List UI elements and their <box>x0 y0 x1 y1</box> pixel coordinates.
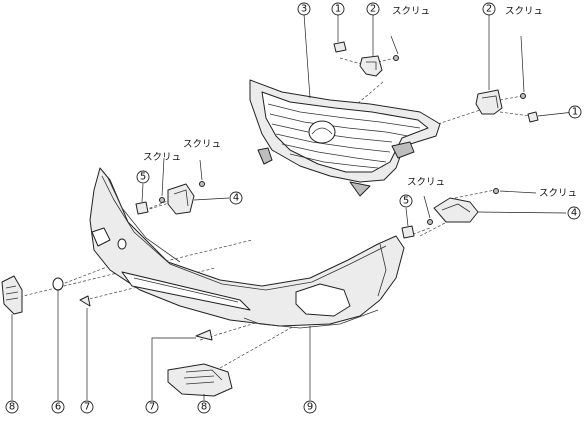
callout-7-left: 7 <box>80 400 94 414</box>
screw-label: スクリュ <box>407 177 445 188</box>
callout-3: 3 <box>297 2 311 16</box>
callout-7-lower: 7 <box>145 400 159 414</box>
screw-icon <box>393 55 399 61</box>
clip-5-right <box>401 225 415 239</box>
svg-text:8: 8 <box>201 402 207 413</box>
svg-text:4: 4 <box>233 193 239 204</box>
svg-text:6: 6 <box>55 402 61 413</box>
callout-2-top: 2 <box>366 2 380 16</box>
screw-label: スクリュ <box>183 139 221 150</box>
screws <box>159 55 526 225</box>
screw-icon <box>520 93 526 99</box>
clip-right <box>527 111 539 123</box>
callout-9: 9 <box>303 400 317 414</box>
fog-bezel-lower <box>167 363 233 397</box>
screw-icon <box>493 188 499 194</box>
svg-text:2: 2 <box>486 4 492 15</box>
bumper-bracket-left <box>167 183 195 215</box>
emblem-icon <box>308 120 336 144</box>
callout-4-left: 4 <box>229 191 243 205</box>
clip-5-left <box>135 201 149 215</box>
svg-text:7: 7 <box>149 402 155 413</box>
callout-8-lower: 8 <box>197 400 211 414</box>
svg-text:1: 1 <box>572 107 578 118</box>
svg-text:9: 9 <box>307 402 313 413</box>
clip-top <box>333 41 347 53</box>
svg-text:7: 7 <box>84 402 90 413</box>
svg-text:1: 1 <box>335 4 341 15</box>
screw-label: スクリュ <box>539 188 577 199</box>
trim-left <box>79 295 91 307</box>
svg-text:8: 8 <box>9 402 15 413</box>
fog-bezel-left <box>1 275 23 315</box>
trim-lower <box>195 329 213 341</box>
callout-4-right: 4 <box>567 206 581 220</box>
leader-lines <box>11 13 575 400</box>
callout-8-left: 8 <box>5 400 19 414</box>
svg-text:3: 3 <box>301 4 307 15</box>
cap <box>52 277 64 291</box>
svg-text:2: 2 <box>370 4 376 15</box>
callout-1-right: 1 <box>568 105 582 119</box>
screw-label: スクリュ <box>143 152 181 163</box>
upper-bracket-center <box>359 55 383 77</box>
screw-icon <box>159 197 165 203</box>
screw-label: スクリュ <box>505 6 543 17</box>
svg-text:4: 4 <box>571 208 577 219</box>
front-grille <box>249 79 441 197</box>
screw-icon <box>199 181 205 187</box>
callout-1-top: 1 <box>331 2 345 16</box>
bumper-bracket-right <box>433 197 479 223</box>
upper-bracket-right <box>475 89 503 115</box>
svg-text:5: 5 <box>140 172 146 183</box>
callout-5-left: 5 <box>136 170 150 184</box>
svg-text:5: 5 <box>403 196 409 207</box>
screw-label: スクリュ <box>392 6 430 17</box>
callout-5-right: 5 <box>399 194 413 208</box>
callout-2-right: 2 <box>482 2 496 16</box>
front-bumper <box>89 167 405 329</box>
callout-6: 6 <box>51 400 65 414</box>
screw-icon <box>427 219 433 225</box>
